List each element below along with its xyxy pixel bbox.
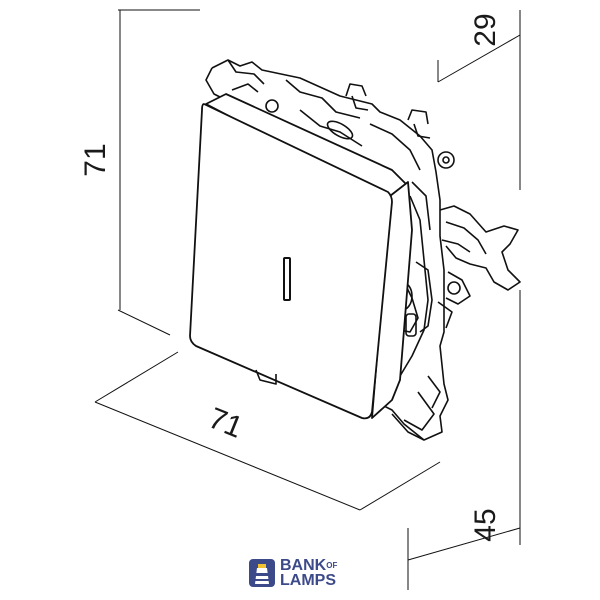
- dimension-depth-top-label: 29: [469, 13, 502, 46]
- terminal-clamps: [437, 205, 521, 329]
- lighthouse-logo-icon: [249, 559, 275, 587]
- dimension-width-label: 71: [204, 402, 247, 445]
- logo-text-bank: BANK: [280, 557, 327, 574]
- logo-text-of: OF: [326, 561, 338, 570]
- screw-head-icon: [437, 151, 455, 169]
- bank-of-lamps-logo: BANKOF LAMPS: [248, 557, 338, 589]
- dimension-depth-bottom-group: 45: [407, 290, 521, 590]
- dimension-depth-top-group: 29: [437, 10, 521, 190]
- dimension-height-label: 71: [79, 143, 112, 176]
- logo-text-lamps: LAMPS: [280, 572, 336, 589]
- top-clips: [265, 83, 455, 169]
- indicator-slot: [283, 257, 291, 301]
- screw-head-icon: [265, 99, 279, 113]
- dimension-height-group: 71: [79, 9, 200, 336]
- rocker-face: [189, 83, 413, 420]
- dimension-depth-bottom-label: 45: [469, 508, 502, 541]
